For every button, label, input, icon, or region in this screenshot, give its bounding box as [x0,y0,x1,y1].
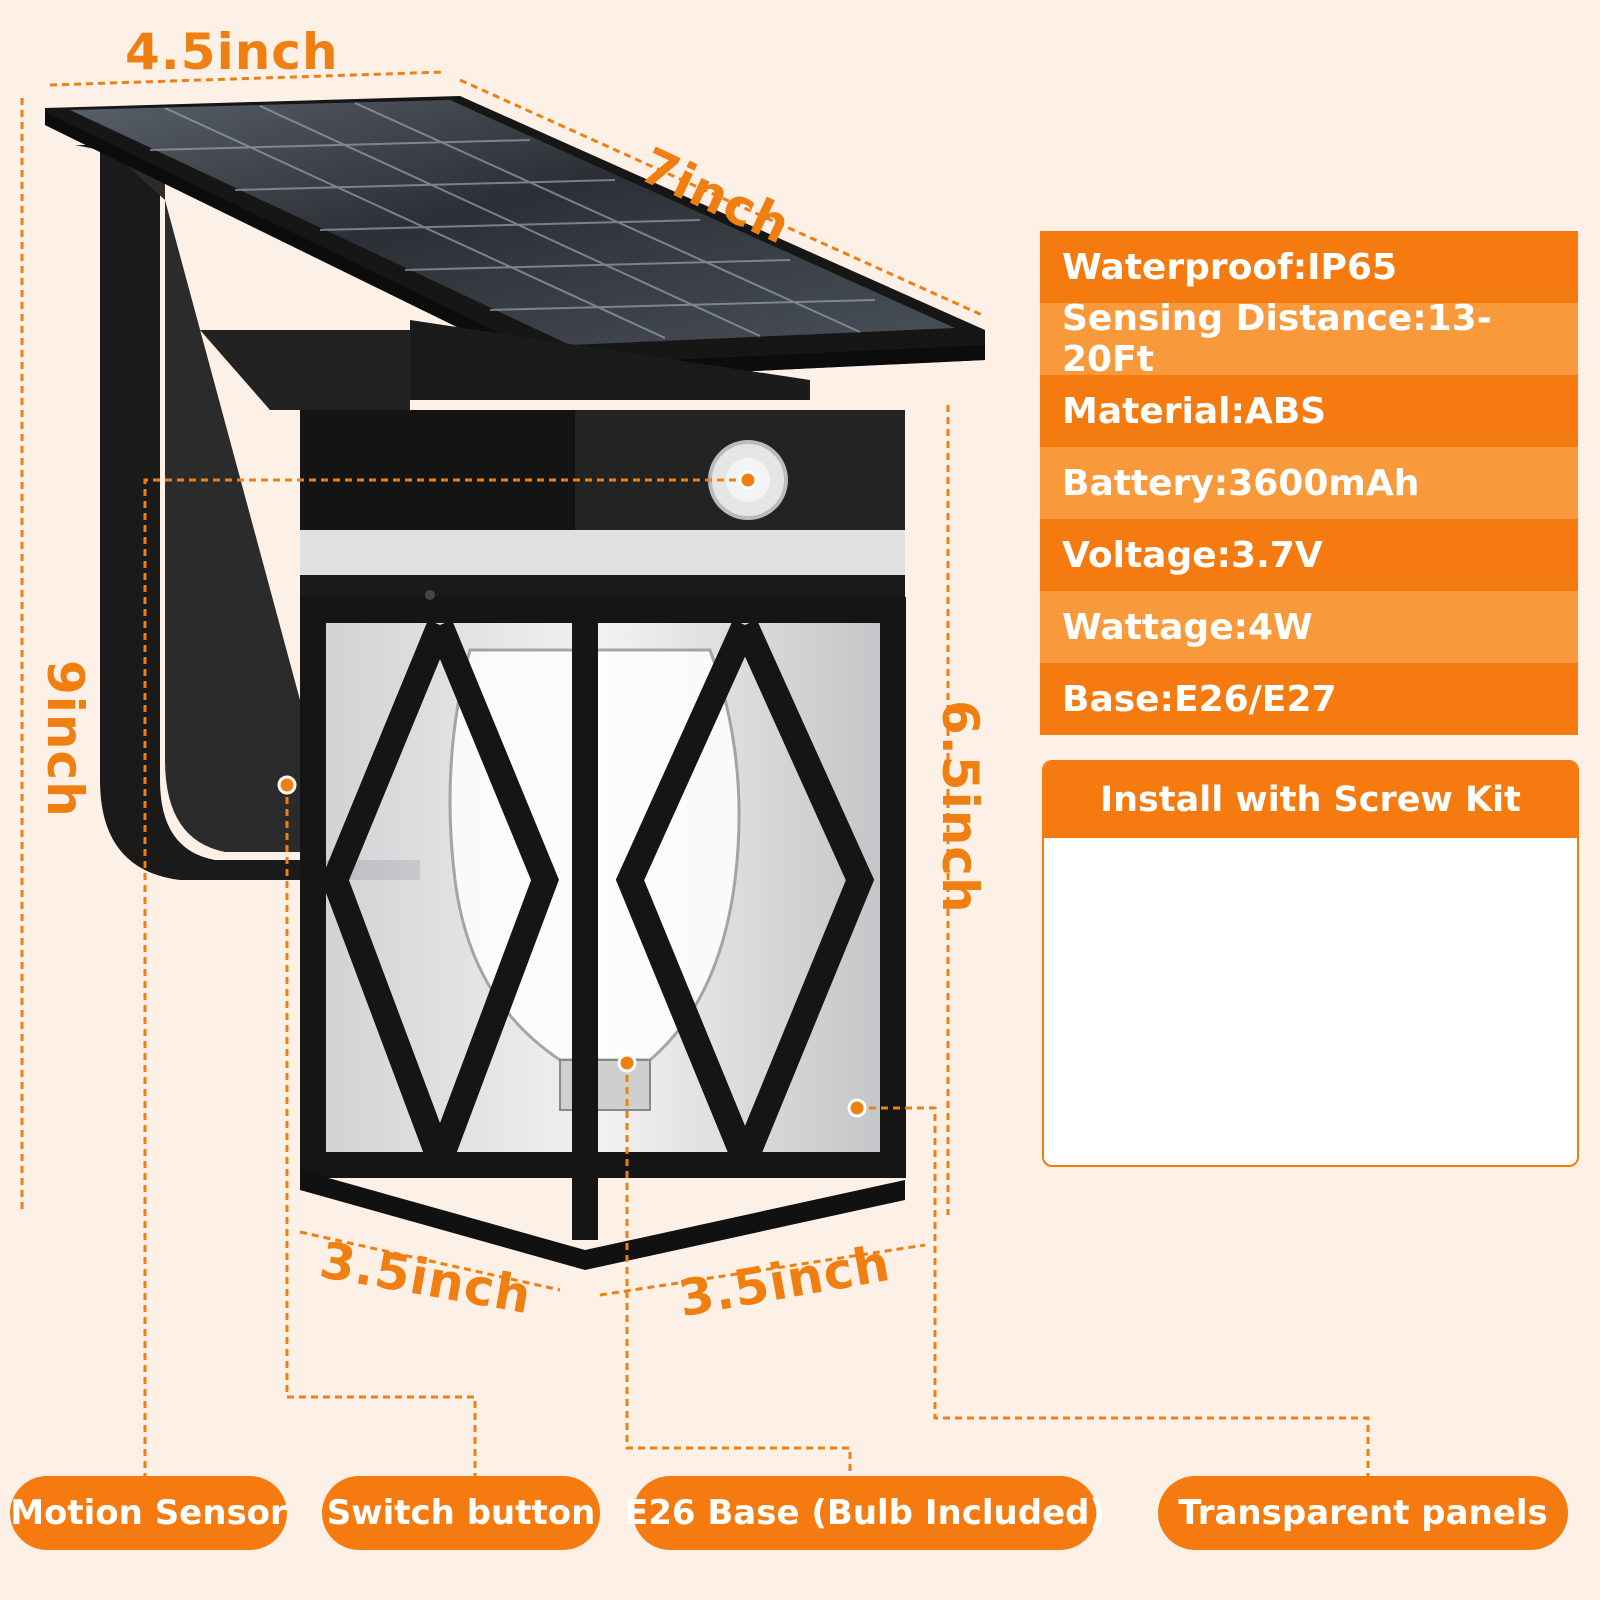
callout-switch-button: Switch button [322,1476,600,1550]
spec-material: Material:ABS [1040,375,1578,447]
wall-mount-bracket [75,145,420,880]
callout-dots [277,470,867,1118]
spec-waterproof: Waterproof:IP65 [1040,231,1578,303]
dimension-height: 9inch [36,660,94,818]
callout-e26-base: E26 Base (Bulb Included) [625,1476,1105,1550]
spec-sensing-distance: Sensing Distance:13-20Ft [1040,298,1578,380]
install-kit-box: Install with Screw Kit [1042,760,1579,1167]
spec-voltage: Voltage:3.7V [1040,519,1578,591]
spec-wattage: Wattage:4W [1040,591,1578,663]
switch-button-dot [425,590,435,600]
spec-base: Base:E26/E27 [1040,663,1578,735]
dimension-lantern-height: 6.5inch [931,700,989,914]
dimension-lines [20,70,1370,1476]
lantern-body [300,590,906,1270]
lantern-top [300,410,905,597]
spec-battery: Battery:3600mAh [1040,447,1578,519]
spec-table: Waterproof:IP65 Sensing Distance:13-20Ft… [1040,231,1578,735]
callout-transparent-panels: Transparent panels [1158,1476,1568,1550]
dimension-top-width: 4.5inch [125,23,339,81]
solar-panel [45,96,985,400]
callout-motion-sensor: Motion Sensor [10,1476,287,1550]
install-kit-title: Install with Screw Kit [1044,762,1577,838]
